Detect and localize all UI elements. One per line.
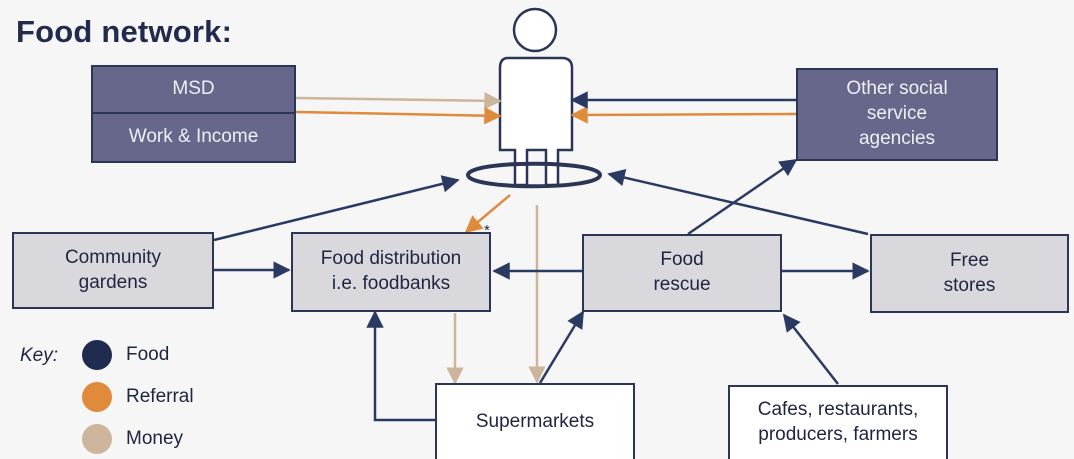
referral-arrow-person-foodbanks — [464, 194, 511, 234]
food-arrow-supermarkets-foodbanks — [366, 310, 435, 422]
food-arrow-gardens-person — [213, 175, 460, 242]
other-agencies-box: Other social service agencies — [796, 68, 998, 161]
key-item-food-label: Food — [126, 344, 170, 365]
cafes-box: Cafes, restaurants, producers, farmers — [728, 385, 948, 459]
food-arrows — [213, 91, 870, 422]
food-rescue-box: Food rescue — [582, 234, 782, 312]
referral-color-dot — [82, 382, 112, 412]
person-icon — [466, 7, 603, 189]
work-income-label: Work & Income — [128, 126, 259, 148]
key-item-money: Money — [82, 424, 183, 454]
food-rescue-line-1: Food — [660, 249, 704, 271]
referral-arrows — [295, 106, 797, 234]
page-title: Food network: — [16, 14, 233, 49]
cafes-line-2: producers, farmers — [758, 424, 918, 445]
other-agencies-line-3: agencies — [858, 127, 936, 149]
other-agencies-line-1: Other social — [846, 78, 948, 100]
food-arrow-freestores-person — [607, 169, 869, 236]
money-arrow-msd-person — [295, 92, 502, 110]
food-distribution-line-1: Food distribution — [320, 248, 462, 270]
community-gardens-line-2: gardens — [78, 271, 148, 293]
key-item-food: Food — [82, 340, 169, 370]
money-arrows — [295, 92, 546, 385]
food-arrow-supermarkets-rescue — [538, 310, 585, 384]
referral-arrow-workincome-person — [295, 106, 502, 125]
key-item-referral-label: Referral — [126, 386, 194, 407]
food-color-dot — [82, 340, 112, 370]
food-arrow-rescue-agencies — [687, 158, 798, 236]
cafes-line-1: Cafes, restaurants, — [757, 399, 919, 421]
free-stores-line-1: Free — [949, 249, 990, 271]
community-gardens-line-1: Community — [64, 246, 162, 268]
money-color-dot — [82, 424, 112, 454]
food-arrow-cafes-rescue — [782, 313, 839, 385]
food-distribution-box: Food distribution i.e. foodbanks — [291, 232, 491, 312]
msd-box: MSD — [91, 65, 296, 114]
key-label: Key: — [20, 345, 59, 366]
annotation-asterisk: * — [484, 222, 490, 239]
community-gardens-box: Community gardens — [12, 232, 214, 309]
key-item-referral: Referral — [82, 382, 194, 412]
free-stores-line-2: stores — [943, 274, 996, 296]
food-rescue-line-2: rescue — [653, 274, 711, 295]
work-income-box: Work & Income — [91, 112, 296, 163]
food-distribution-line-2: i.e. foodbanks — [331, 273, 451, 294]
free-stores-box: Free stores — [870, 234, 1069, 313]
supermarkets-box: Supermarkets — [435, 383, 635, 459]
referral-arrow-agencies-person — [570, 106, 797, 124]
key-item-money-label: Money — [126, 428, 184, 449]
other-agencies-line-2: service — [866, 103, 928, 125]
supermarkets-label: Supermarkets — [475, 410, 595, 432]
msd-label: MSD — [172, 78, 215, 100]
